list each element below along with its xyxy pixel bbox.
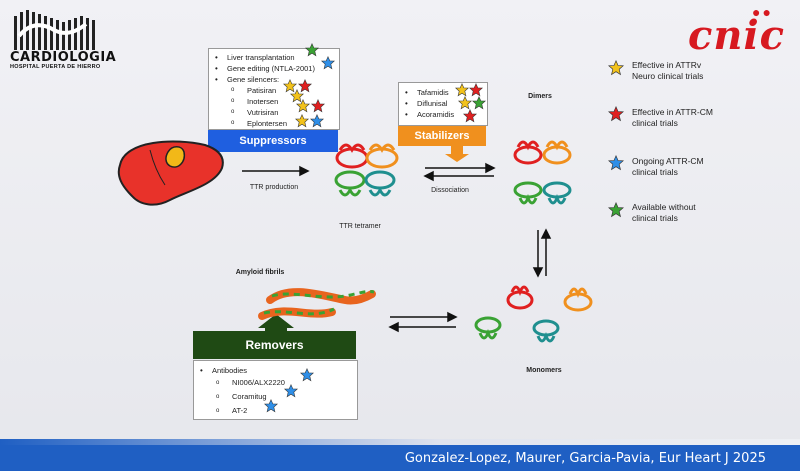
ttr-production-label: TTR production: [249, 184, 299, 191]
star-red-icon: [469, 83, 483, 97]
stabilizer-item: Tafamidis: [405, 87, 487, 98]
dimers-label: Dimers: [528, 93, 552, 100]
monomers-icon: [474, 285, 593, 343]
legend-star-blue-icon: [608, 155, 624, 170]
star-red-icon: [463, 109, 477, 123]
legend-text-red: Effective in ATTR-CM clinical trials: [632, 107, 713, 128]
removers-arrow-icon: [258, 314, 294, 336]
legend-text-yellow: Effective in ATTRv Neuro clinical trials: [632, 60, 704, 81]
star-green-icon: [305, 43, 319, 57]
brand-logo: cnic: [688, 12, 785, 59]
legend-star-red-icon: [608, 106, 624, 121]
suppressor-item: Gene editing (NTLA-2001): [215, 63, 339, 74]
removers-box: Antibodies NI006/ALX2220 Coramitug AT-2: [193, 360, 358, 420]
citation: Gonzalez-Lopez, Maurer, Garcia-Pavia, Eu…: [404, 451, 766, 466]
stabilizer-stars: [455, 83, 486, 123]
footer-bar: [0, 439, 800, 471]
suppressor-item: Liver transplantation: [215, 52, 339, 63]
suppressor-stars: [283, 43, 335, 128]
legend-text-blue: Ongoing ATTR-CM clinical trials: [632, 156, 704, 177]
dimers-icon: [513, 140, 572, 205]
star-red-icon: [311, 99, 325, 113]
star-blue-icon: [284, 384, 298, 398]
legend-star-green-icon: [608, 202, 624, 217]
star-yellow-icon: [296, 99, 310, 113]
star-yellow-icon: [283, 79, 297, 93]
star-yellow-icon: [458, 96, 472, 110]
brand-dots-icon: ●●: [752, 4, 773, 20]
suppressor-subitem: Inotersen: [223, 96, 339, 107]
monomers-label: Monomers: [526, 367, 562, 374]
star-blue-icon: [264, 399, 278, 413]
stabilizers-arrow-icon: [445, 146, 469, 162]
suppressors-label: Suppressors: [208, 130, 338, 152]
legend-text-green: Available without clinical trials: [632, 202, 696, 223]
suppressor-subitem: Vutrisiran: [223, 107, 339, 118]
amyloid-fibrils-icon: [258, 288, 376, 320]
amyloid-fibrils-label: Amyloid fibrils: [235, 269, 285, 276]
ttr-tetramer-icon: [334, 143, 399, 197]
star-blue-icon: [321, 56, 335, 70]
star-blue-icon: [300, 368, 314, 382]
suppressor-subitem: Eplontersen: [223, 118, 339, 129]
suppressor-item: Gene silencers:: [215, 74, 339, 85]
remover-subitem: Coramitug: [208, 390, 357, 404]
suppressor-subitem: Patisiran: [223, 85, 339, 96]
hospital-logo-icon: [14, 10, 95, 50]
stabilizer-item: Diflunisal: [405, 98, 487, 109]
logo-name: CARDIOLOGIA: [10, 50, 117, 65]
liver-icon: [117, 140, 224, 206]
stabilizer-item: Acoramidis: [405, 109, 487, 120]
dissociation-label: Dissociation: [431, 187, 469, 194]
remover-item: Antibodies: [200, 365, 357, 376]
logo-subtitle: HOSPITAL PUERTA DE HIERRO: [10, 64, 101, 70]
stabilizers-label: Stabilizers: [398, 126, 486, 146]
remover-stars: [264, 368, 314, 413]
remover-subitem: NI006/ALX2220: [208, 376, 357, 390]
legend-stars: [608, 60, 624, 217]
arrows: [242, 162, 552, 333]
star-green-icon: [472, 96, 486, 110]
star-red-icon: [298, 79, 312, 93]
star-yellow-icon: [455, 83, 469, 97]
star-yellow-icon: [295, 114, 309, 128]
ttr-tetramer-label: TTR tetramer: [339, 223, 381, 230]
remover-subitem: AT-2: [208, 404, 357, 418]
star-blue-icon: [310, 114, 324, 128]
legend-star-yellow-icon: [608, 60, 624, 75]
